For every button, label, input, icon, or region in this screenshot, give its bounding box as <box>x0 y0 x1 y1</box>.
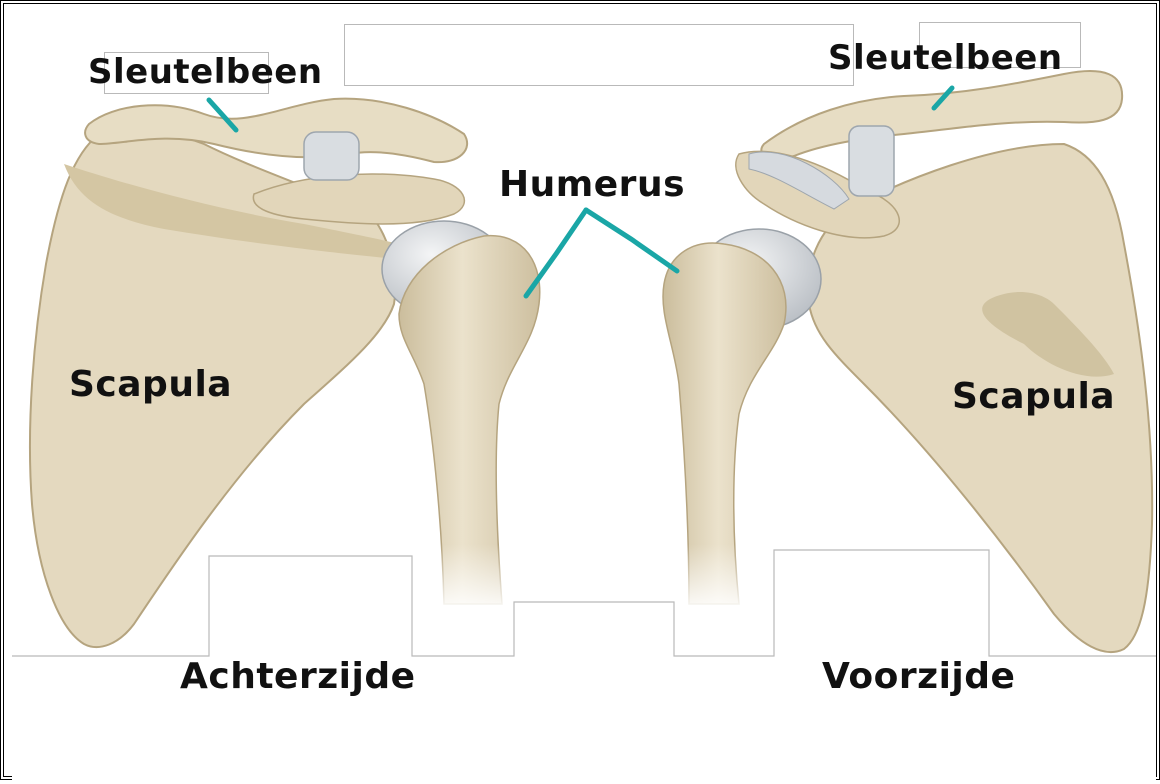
leader-line-humerus-right <box>586 210 677 271</box>
leader-line-humerus-left <box>526 210 586 296</box>
label-scapula-right: Scapula <box>952 376 1115 417</box>
label-clavicle-right: Sleutelbeen <box>828 38 1063 78</box>
ligament-left <box>304 132 359 180</box>
blank-box-top[interactable] <box>344 24 854 86</box>
label-view-front: Voorzijde <box>822 656 1015 697</box>
label-scapula-left: Scapula <box>69 364 232 405</box>
label-clavicle-left: Sleutelbeen <box>88 52 323 92</box>
label-humerus: Humerus <box>499 164 685 205</box>
ligament-right-b <box>849 126 894 196</box>
label-view-back: Achterzijde <box>180 656 416 697</box>
